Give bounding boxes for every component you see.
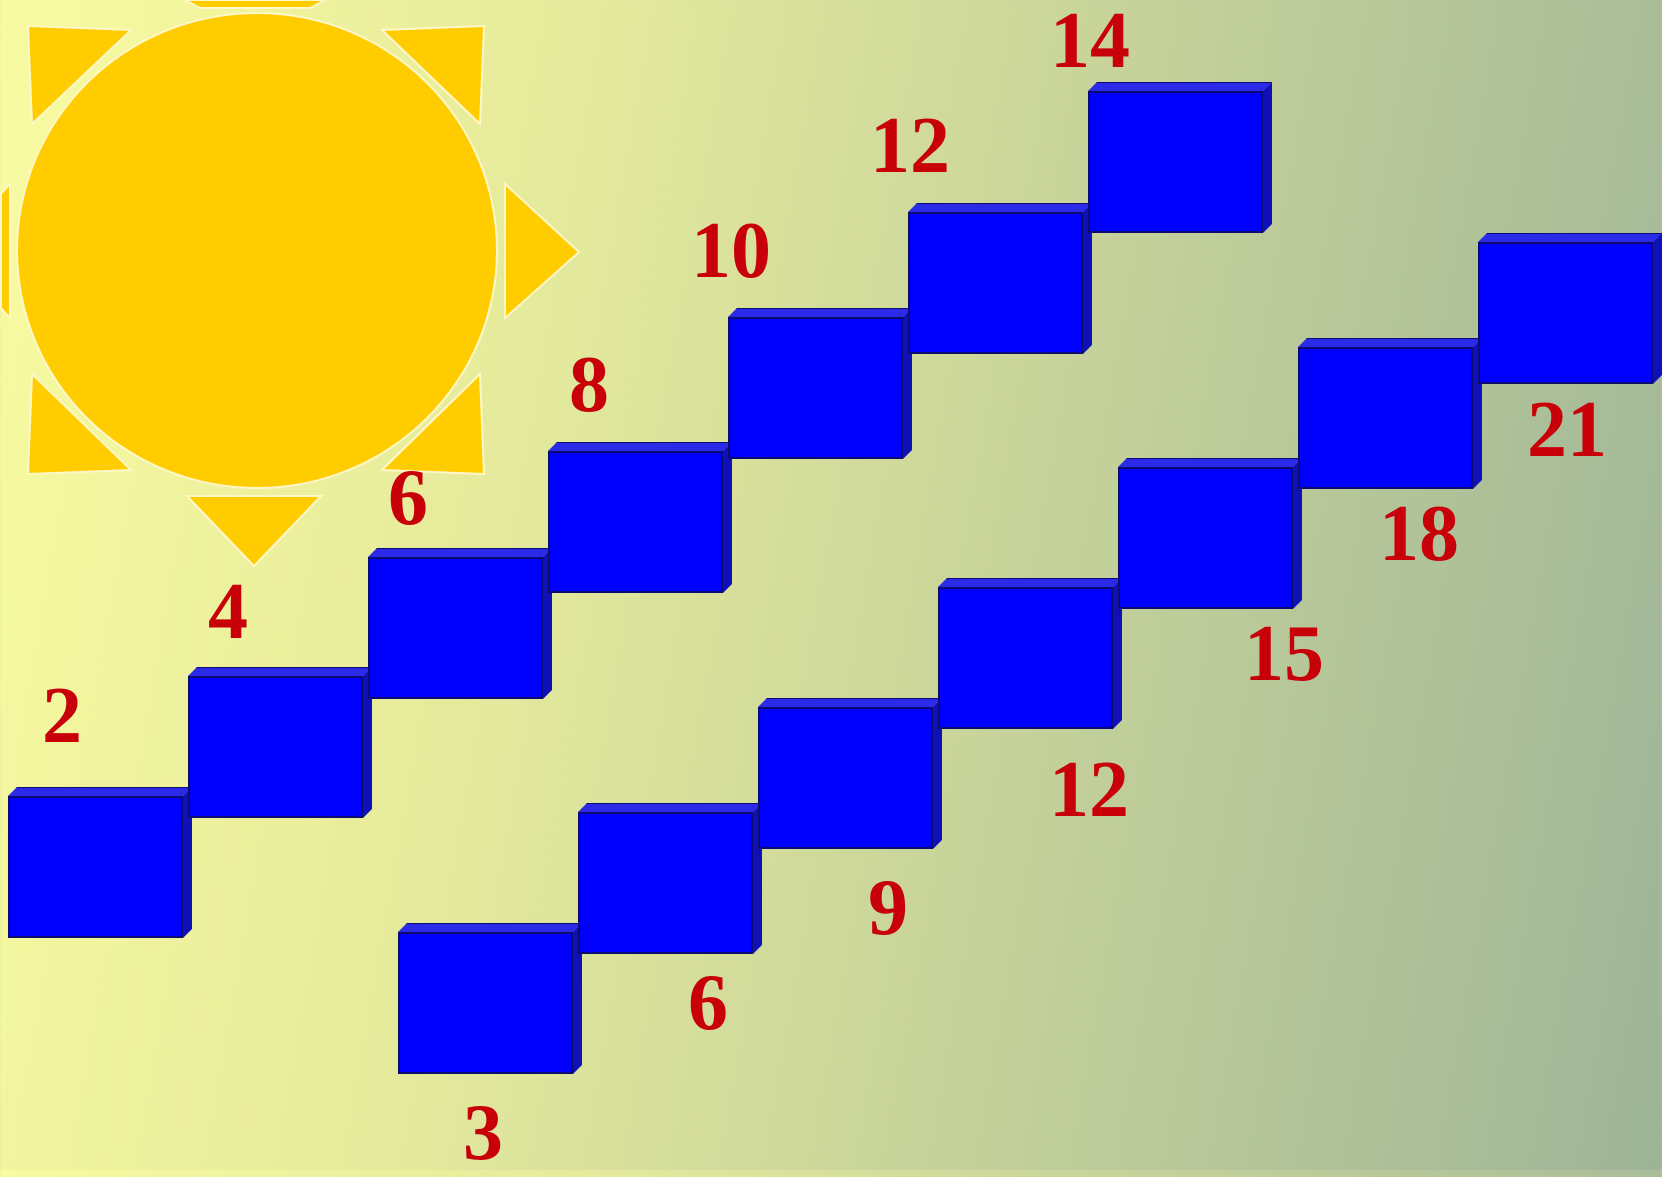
sun-ray-bottom [185,494,325,570]
step-block [1298,338,1482,489]
step-number: 21 [1527,390,1607,470]
step-block [758,698,942,849]
step-block [188,667,372,818]
step-block [548,442,732,593]
step-block [908,203,1092,354]
step-block [1478,233,1662,384]
step-number: 8 [569,345,609,425]
step-number: 14 [1050,1,1130,81]
step-number: 3 [463,1093,503,1173]
step-number: 2 [42,676,82,756]
step-block [368,548,552,699]
step-number: 18 [1379,494,1459,574]
step-block [1118,458,1302,609]
sun-ray-left [0,182,12,322]
sun-disc [16,12,498,489]
step-number: 12 [870,106,950,186]
step-block [398,923,582,1074]
sun-ray-top [185,0,325,10]
step-number: 9 [868,868,908,948]
step-number: 6 [388,458,428,538]
step-block [8,787,192,938]
step-number: 6 [688,963,728,1043]
sun-ray-right [503,182,583,322]
step-number: 10 [691,211,771,291]
step-block [728,308,912,459]
step-block [1088,82,1272,233]
step-block [578,803,762,954]
step-number: 15 [1244,614,1324,694]
step-number: 12 [1049,750,1129,830]
step-block [938,578,1122,729]
step-number: 4 [208,572,248,652]
